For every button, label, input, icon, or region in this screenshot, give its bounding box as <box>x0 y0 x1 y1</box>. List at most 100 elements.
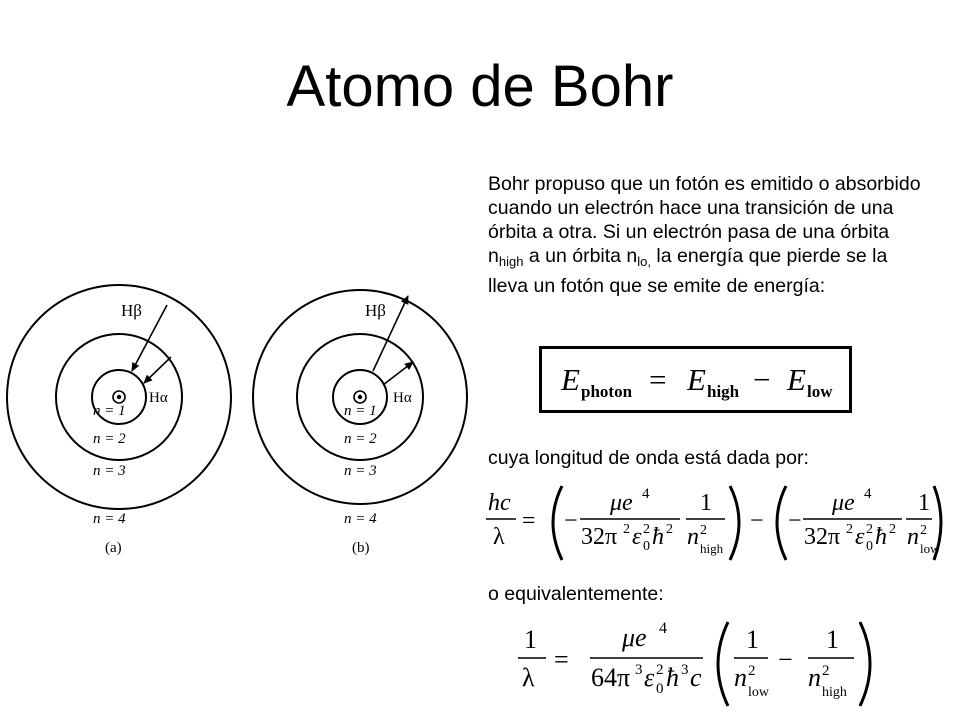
intro-paragraph: Bohr propuso que un fotón es emitido o a… <box>488 172 928 298</box>
eq2-num-1: μe <box>609 490 633 516</box>
slide-title: Atomo de Bohr <box>286 54 674 119</box>
n4-label: n = 4 <box>93 511 126 527</box>
eq3-n-low-sq: 2 <box>748 663 756 679</box>
eq2-paren-right-2 <box>932 485 943 561</box>
eq3-lambda: λ <box>522 663 535 692</box>
eq3-num-exp: 4 <box>659 620 667 637</box>
eq3-one-2: 1 <box>826 625 839 654</box>
eq2-hc: hc <box>488 490 511 516</box>
eq2-one-1: 1 <box>700 490 712 516</box>
eq3-den-eps: ε <box>644 663 655 692</box>
n3-label: n = 3 <box>344 463 377 479</box>
orbit-n1 <box>332 369 388 425</box>
eq2-n-1: n <box>687 524 699 550</box>
eq3-n-low: n <box>734 663 747 692</box>
eq2-equals: = <box>522 508 536 534</box>
eq1-minus: − <box>753 362 770 397</box>
halpha-label: Hα <box>393 390 412 406</box>
photon-energy-equation-box <box>539 346 852 413</box>
eq3-n-high-sub: high <box>822 685 847 700</box>
para-part-2: a un órbita n <box>523 245 638 267</box>
n1-label: n = 1 <box>344 403 377 419</box>
orbit-n4 <box>252 289 468 505</box>
eq2-den-2-hbar-sq: 2 <box>889 522 896 537</box>
subscript-high: high <box>498 254 524 269</box>
caption-a: (a) <box>105 540 122 556</box>
eq3-den-eps-0: 0 <box>656 681 664 697</box>
nucleus-dot <box>357 394 363 400</box>
bohr-orbit-diagram: Hβ Hα n = 1 n = 2 n = 3 n = 4 (a) Hβ Hα … <box>6 284 468 556</box>
para-part-1: Bohr propuso que un fotón es emitido o a… <box>488 173 921 267</box>
eq2-den-2-hbar: ħ <box>875 524 887 550</box>
halpha-arrow <box>143 356 172 384</box>
n3-label: n = 3 <box>93 463 126 479</box>
orbit-n4 <box>6 284 232 510</box>
eq2-paren-left-2 <box>775 485 788 561</box>
photon-energy-equation: E photon = E high − E low <box>560 362 833 401</box>
eq2-exp-2: 4 <box>864 486 872 502</box>
n2-label: n = 2 <box>344 431 377 447</box>
eq3-den-cube: 3 <box>635 662 643 678</box>
orbit-n2 <box>296 333 424 461</box>
wavelength-equation: hc λ = − μe 4 32π 2 ε 2 0 ħ 2 1 n 2 high… <box>486 485 943 561</box>
eq2-den-1-eps-sq: 2 <box>643 522 650 537</box>
hbeta-label: Hβ <box>121 301 142 320</box>
hbeta-arrow <box>372 295 409 372</box>
caption-b: (b) <box>352 540 370 556</box>
eq3-num: μe <box>621 623 647 652</box>
wavelength-text: cuya longitud de onda está dada por: <box>488 447 809 469</box>
eq2-den-2-eps: ε <box>855 524 865 550</box>
equivalent-text: o equivalentemente: <box>488 583 664 605</box>
eq2-den-1: 32π <box>581 524 617 550</box>
eq1-sub-photon: photon <box>581 382 633 401</box>
eq2-n-2: n <box>907 524 919 550</box>
eq2-n-1-sq: 2 <box>700 523 707 538</box>
orbit-n2 <box>55 333 183 461</box>
eq2-lambda: λ <box>493 524 505 550</box>
eq1-E-photon: E <box>560 362 580 397</box>
eq2-den-1-sq: 2 <box>623 522 630 537</box>
nucleus-ring <box>112 390 126 404</box>
eq3-paren-left <box>716 621 730 707</box>
hbeta-label: Hβ <box>365 301 386 320</box>
eq2-num-2: μe <box>831 490 855 516</box>
eq2-n-2-sq: 2 <box>920 523 927 538</box>
eq2-den-2-sq: 2 <box>846 522 853 537</box>
eq2-neg-1: − <box>564 508 578 534</box>
diagram-b: Hβ Hα n = 1 n = 2 n = 3 n = 4 (b) <box>252 289 468 556</box>
eq1-E-low: E <box>786 362 806 397</box>
n1-label: n = 1 <box>93 403 126 419</box>
eq3-one-1: 1 <box>746 625 759 654</box>
eq1-E-high: E <box>686 362 706 397</box>
eq1-sub-high: high <box>707 382 740 401</box>
eq2-den-2: 32π <box>804 524 840 550</box>
eq3-n-low-sub: low <box>748 685 770 700</box>
hbeta-arrow <box>131 304 168 372</box>
eq2-den-2-eps-0: 0 <box>866 539 873 554</box>
eq2-exp-1: 4 <box>642 486 650 502</box>
eq2-den-2-eps-sq: 2 <box>866 522 873 537</box>
subscript-lo: lo, <box>637 254 652 269</box>
eq3-den-hbar-cube: 3 <box>681 662 689 678</box>
eq3-den-eps-sq: 2 <box>656 662 664 678</box>
eq3-n-high-sq: 2 <box>822 663 830 679</box>
nucleus-ring <box>353 390 367 404</box>
eq2-n-1-sub: high <box>700 541 724 556</box>
n4-label: n = 4 <box>344 511 377 527</box>
eq2-neg-2: − <box>788 508 802 534</box>
eq2-one-2: 1 <box>918 490 930 516</box>
eq1-equals: = <box>649 362 666 397</box>
para-part-3: la energía que pierde se la lleva un fot… <box>488 245 888 297</box>
eq3-paren-right <box>858 621 872 707</box>
eq2-paren-left-1 <box>551 485 564 561</box>
eq2-minus: − <box>750 508 764 534</box>
n2-label: n = 2 <box>93 431 126 447</box>
eq3-den: 64π <box>591 663 630 692</box>
eq2-den-1-hbar: ħ <box>652 524 664 550</box>
eq3-one: 1 <box>524 625 537 654</box>
eq2-den-1-eps-0: 0 <box>643 539 650 554</box>
rydberg-equation: 1 λ = μe 4 64π 3 ε 2 0 ħ 3 c 1 n 2 low −… <box>518 620 872 707</box>
eq2-den-1-hbar-sq: 2 <box>666 522 673 537</box>
eq1-sub-low: low <box>807 382 833 401</box>
orbit-n1 <box>91 369 147 425</box>
